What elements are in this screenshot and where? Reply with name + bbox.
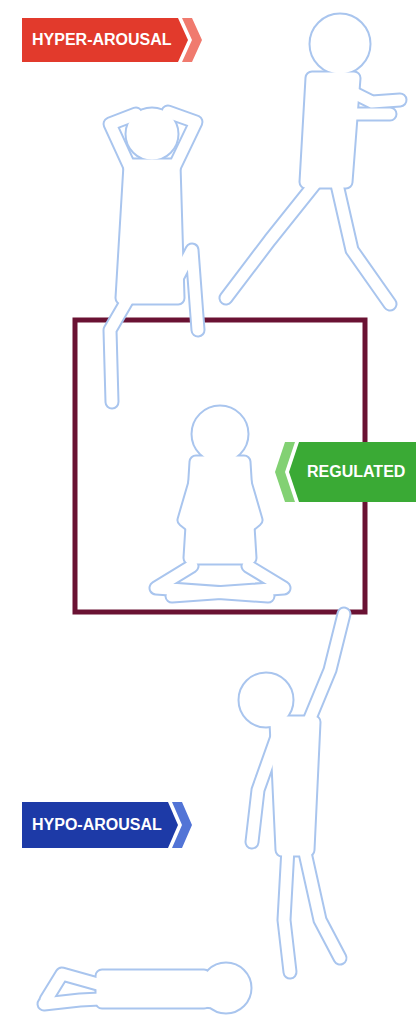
- tag-label: HYPO-AROUSAL: [22, 802, 192, 848]
- figures: [44, 20, 400, 1007]
- tag-label: REGULATED: [275, 442, 415, 502]
- tag-shape: [172, 802, 192, 848]
- tag-shape: [182, 18, 202, 62]
- hyper-arousal-tag: HYPER-AROUSAL: [22, 18, 202, 62]
- tag-label: HYPER-AROUSAL: [22, 18, 202, 62]
- tag-shape: [275, 442, 295, 502]
- regulated-tag: REGULATED: [275, 442, 416, 502]
- hypo-arousal-tag: HYPO-AROUSAL: [22, 802, 192, 848]
